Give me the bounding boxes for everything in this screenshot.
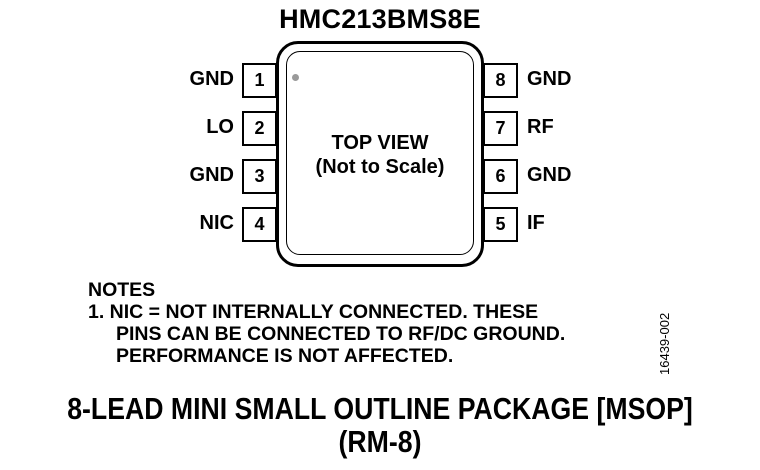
pin-7-name: RF — [527, 116, 554, 138]
part-number-title: HMC213BMS8E — [279, 4, 481, 34]
figure-id: 16439-002 — [657, 312, 672, 375]
pin-4-name: NIC — [199, 212, 234, 234]
pin-6-number: 6 — [483, 159, 518, 194]
pin-2-name: LO — [206, 116, 234, 138]
pin-8-number: 8 — [483, 63, 518, 98]
caption-line-1: 8-LEAD MINI SMALL OUTLINE PACKAGE [MSOP] — [67, 391, 693, 426]
package-view-label: TOP VIEW (Not to Scale) — [288, 131, 472, 179]
pin-1-marker-icon — [292, 74, 299, 81]
pin-2-number: 2 — [242, 111, 277, 146]
pin-8-name: GND — [527, 68, 572, 90]
note-1-line-1: 1. NIC = NOT INTERNALLY CONNECTED. THESE — [88, 301, 539, 323]
notes-heading: NOTES — [88, 279, 156, 301]
pin-5-number: 5 — [483, 207, 518, 242]
pin-5-name: IF — [527, 212, 545, 234]
pin-6-name: GND — [527, 164, 572, 186]
notes-block: NOTES 1. NIC = NOT INTERNALLY CONNECTED.… — [88, 279, 565, 367]
package-body — [286, 51, 474, 255]
note-1-line-2: PINS CAN BE CONNECTED TO RF/DC GROUND. — [116, 323, 566, 345]
pin-3-number: 3 — [242, 159, 277, 194]
pin-4-number: 4 — [242, 207, 277, 242]
pin-7-number: 7 — [483, 111, 518, 146]
pin-3-name: GND — [189, 164, 234, 186]
package-caption: 8-LEAD MINI SMALL OUTLINE PACKAGE [MSOP]… — [53, 392, 707, 458]
caption-line-2: (RM-8) — [338, 424, 422, 459]
pin-1-name: GND — [189, 68, 234, 90]
not-to-scale-text: (Not to Scale) — [315, 156, 445, 178]
note-1-line-3: PERFORMANCE IS NOT AFFECTED. — [116, 345, 454, 367]
top-view-text: TOP VIEW — [331, 132, 429, 154]
pin-1-number: 1 — [242, 63, 277, 98]
